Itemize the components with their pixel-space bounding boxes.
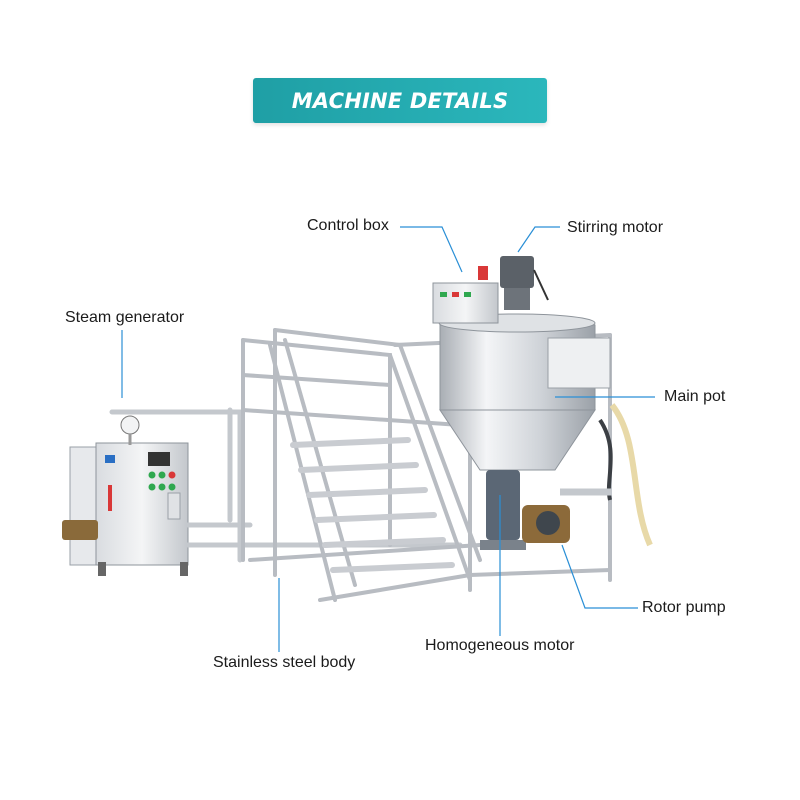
control-box-unit xyxy=(432,266,499,324)
label-steam-generator: Steam generator xyxy=(65,309,185,326)
title-banner: MACHINE DETAILS xyxy=(253,78,547,123)
label-rotor-pump: Rotor pump xyxy=(642,599,726,616)
page-title: MACHINE DETAILS xyxy=(291,88,509,113)
main-pot-vessel xyxy=(438,313,611,471)
label-stirring-motor: Stirring motor xyxy=(567,219,664,236)
label-stainless-steel-body: Stainless steel body xyxy=(213,654,356,671)
label-homogeneous-motor: Homogeneous motor xyxy=(425,637,575,654)
label-control-box: Control box xyxy=(307,217,389,234)
callout-leader-lines xyxy=(121,226,655,652)
steam-generator-unit xyxy=(62,415,189,576)
homogeneous-motor-unit xyxy=(480,470,526,550)
label-main-pot: Main pot xyxy=(664,388,726,405)
stair-treads xyxy=(290,437,455,573)
rotor-pump-unit xyxy=(522,505,570,543)
discharge-hose xyxy=(560,403,653,547)
stirring-motor-unit xyxy=(500,256,549,310)
